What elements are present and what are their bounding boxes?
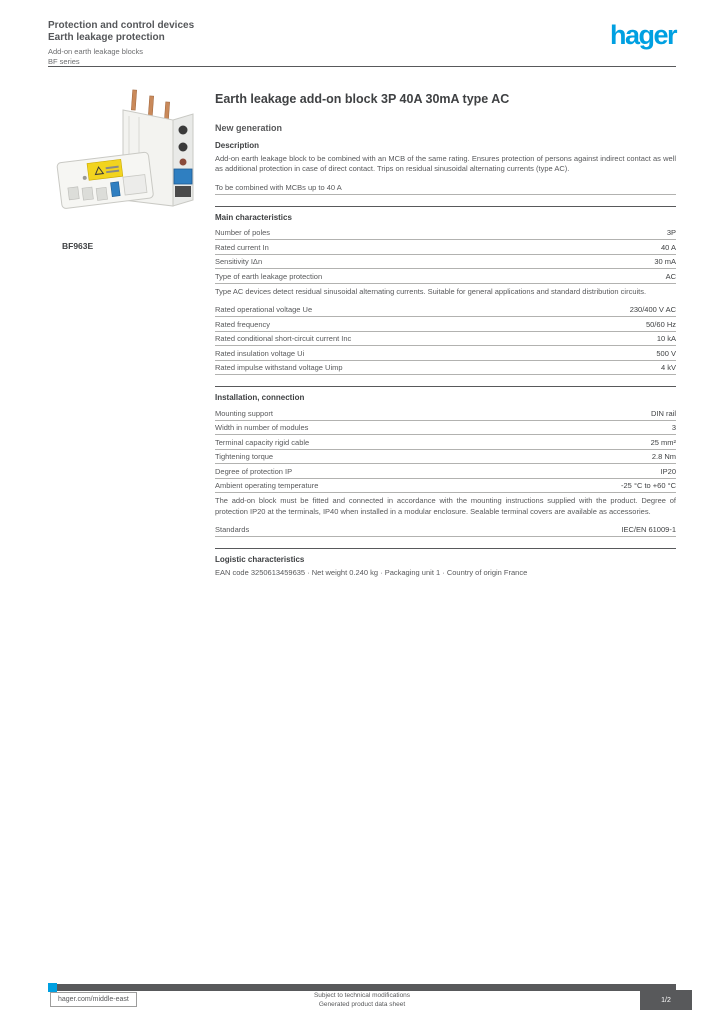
section-logistics: Logistic characteristics EAN code 325061… [215,548,676,578]
spec-label: Rated frequency [215,319,271,329]
spec-label: Standards [215,525,250,535]
product-illustration [56,89,194,209]
spec-row: Rated conditional short-circuit current … [215,332,676,347]
section-heading: Main characteristics [215,212,292,222]
footer-bar [48,984,676,991]
header-category-line1: Protection and control devices [48,20,195,31]
spec-label: Rated operational voltage Ue [215,305,313,315]
spec-value: 40 A [660,242,676,252]
spec-label: Number of poles [215,228,271,238]
spec-value: 3P [666,228,676,238]
footer-note-line1: Subject to technical modifications [313,992,411,999]
section-main-characteristics: Main characteristics Number of poles 3P … [215,205,676,376]
spec-row: Tightening torque 2.8 Nm [215,450,676,465]
busbar-pin-icon [148,95,154,117]
spec-value: DIN rail [650,408,676,418]
spec-value: IP20 [660,466,676,476]
terminal-hole-icon [179,158,187,166]
spec-row: Degree of protection IP IP20 [215,464,676,479]
terminal-hole-icon [178,142,188,152]
spec-row: Rated insulation voltage Ui 500 V [215,346,676,361]
spec-row: Ambient operating temperature -25 °C to … [215,479,676,494]
header-category-block: Protection and control devices Earth lea… [48,20,268,67]
header-divider [48,66,676,67]
spec-value: -25 °C to +60 °C [621,481,676,491]
header-family-line1: Add-on earth leakage blocks [48,47,144,56]
spec-row: Mounting support DIN rail [215,406,676,421]
spec-label: Rated conditional short-circuit current … [215,334,352,344]
spec-label: Terminal capacity rigid cable [215,437,310,447]
footer-url[interactable]: hager.com/middle-east [50,992,137,1007]
product-reference: BF963E [62,241,94,251]
spec-row: Rated operational voltage Ue 230/400 V A… [215,303,676,318]
spec-row: Rated current In 40 A [215,240,676,255]
description-paragraph: Add-on earth leakage block to be combine… [215,154,676,174]
spec-row: Number of poles 3P [215,226,676,241]
terminal-hole-icon [178,125,188,135]
footer-accent-square [48,983,57,992]
section-description: Description Add-on earth leakage block t… [215,141,676,195]
hager-logo: hager [609,20,678,50]
spec-label: Sensitivity IΔn [215,257,263,267]
warning-icon [94,166,105,176]
description-note: To be combined with MCBs up to 40 A [215,180,676,195]
spec-value: 10 kA [656,334,676,344]
header-family-line2: BF series [48,56,80,66]
spec-value: 500 V [656,348,676,358]
section-heading: Description [215,141,260,150]
spec-label: Ambient operating temperature [215,481,319,491]
content-column: Earth leakage add-on block 3P 40A 30mA t… [215,92,676,584]
neutral-terminal-block [110,181,121,197]
footer-page-badge: 1/2 [640,990,692,1010]
spec-label: Type of earth leakage protection [215,271,323,281]
spec-value: IEC/EN 61009-1 [621,525,676,535]
spec-row: Rated frequency 50/60 Hz [215,317,676,332]
spec-label: Width in number of modules [215,423,309,433]
section-heading: Logistic characteristics [215,555,305,565]
section-heading: Installation, connection [215,393,305,403]
spec-label: Degree of protection IP [215,466,293,476]
page-title: Earth leakage add-on block 3P 40A 30mA t… [215,92,510,106]
spec-value: 3 [671,423,676,433]
spec-value: 2.8 Nm [651,452,676,462]
spec-label: Rated impulse withstand voltage Uimp [215,363,343,373]
spec-value: 50/60 Hz [645,319,676,329]
spec-value: 30 mA [654,257,676,267]
product-image [55,84,207,218]
type-ac-note: Type AC devices detect residual sinusoid… [215,286,647,296]
busbar-pin-icon [131,89,137,111]
footer-note: Subject to technical modifications Gener… [272,992,452,1010]
spec-value: AC [665,271,676,281]
section-installation: Installation, connection Mounting suppor… [215,386,676,538]
spec-label: Tightening torque [215,452,274,462]
neutral-terminal-block [173,168,193,185]
spec-row: Sensitivity IΔn 30 mA [215,255,676,270]
spec-value: 4 kV [660,363,676,373]
spec-row: Standards IEC/EN 61009-1 [215,523,676,538]
spec-label: Rated insulation voltage Ui [215,348,305,358]
spec-row: Rated impulse withstand voltage Uimp 4 k… [215,361,676,376]
spec-value: 230/400 V AC [629,305,676,315]
product-subtitle: New generation [215,123,283,133]
footer-note-line2: Generated product data sheet [318,1000,406,1008]
warning-label [86,158,124,181]
header-category-line2: Earth leakage protection [48,31,165,43]
logistics-paragraph: EAN code 3250613459635 · Net weight 0.24… [215,568,528,578]
spec-label: Rated current In [215,242,269,252]
spec-value: 25 mm² [650,437,676,447]
spec-label: Mounting support [215,408,273,418]
spec-row: Type of earth leakage protection AC [215,269,676,284]
installation-note: The add-on block must be fitted and conn… [215,496,676,516]
spec-row: Terminal capacity rigid cable 25 mm² [215,435,676,450]
terminal-hole-icon [175,186,191,197]
spec-row: Width in number of modules 3 [215,421,676,436]
